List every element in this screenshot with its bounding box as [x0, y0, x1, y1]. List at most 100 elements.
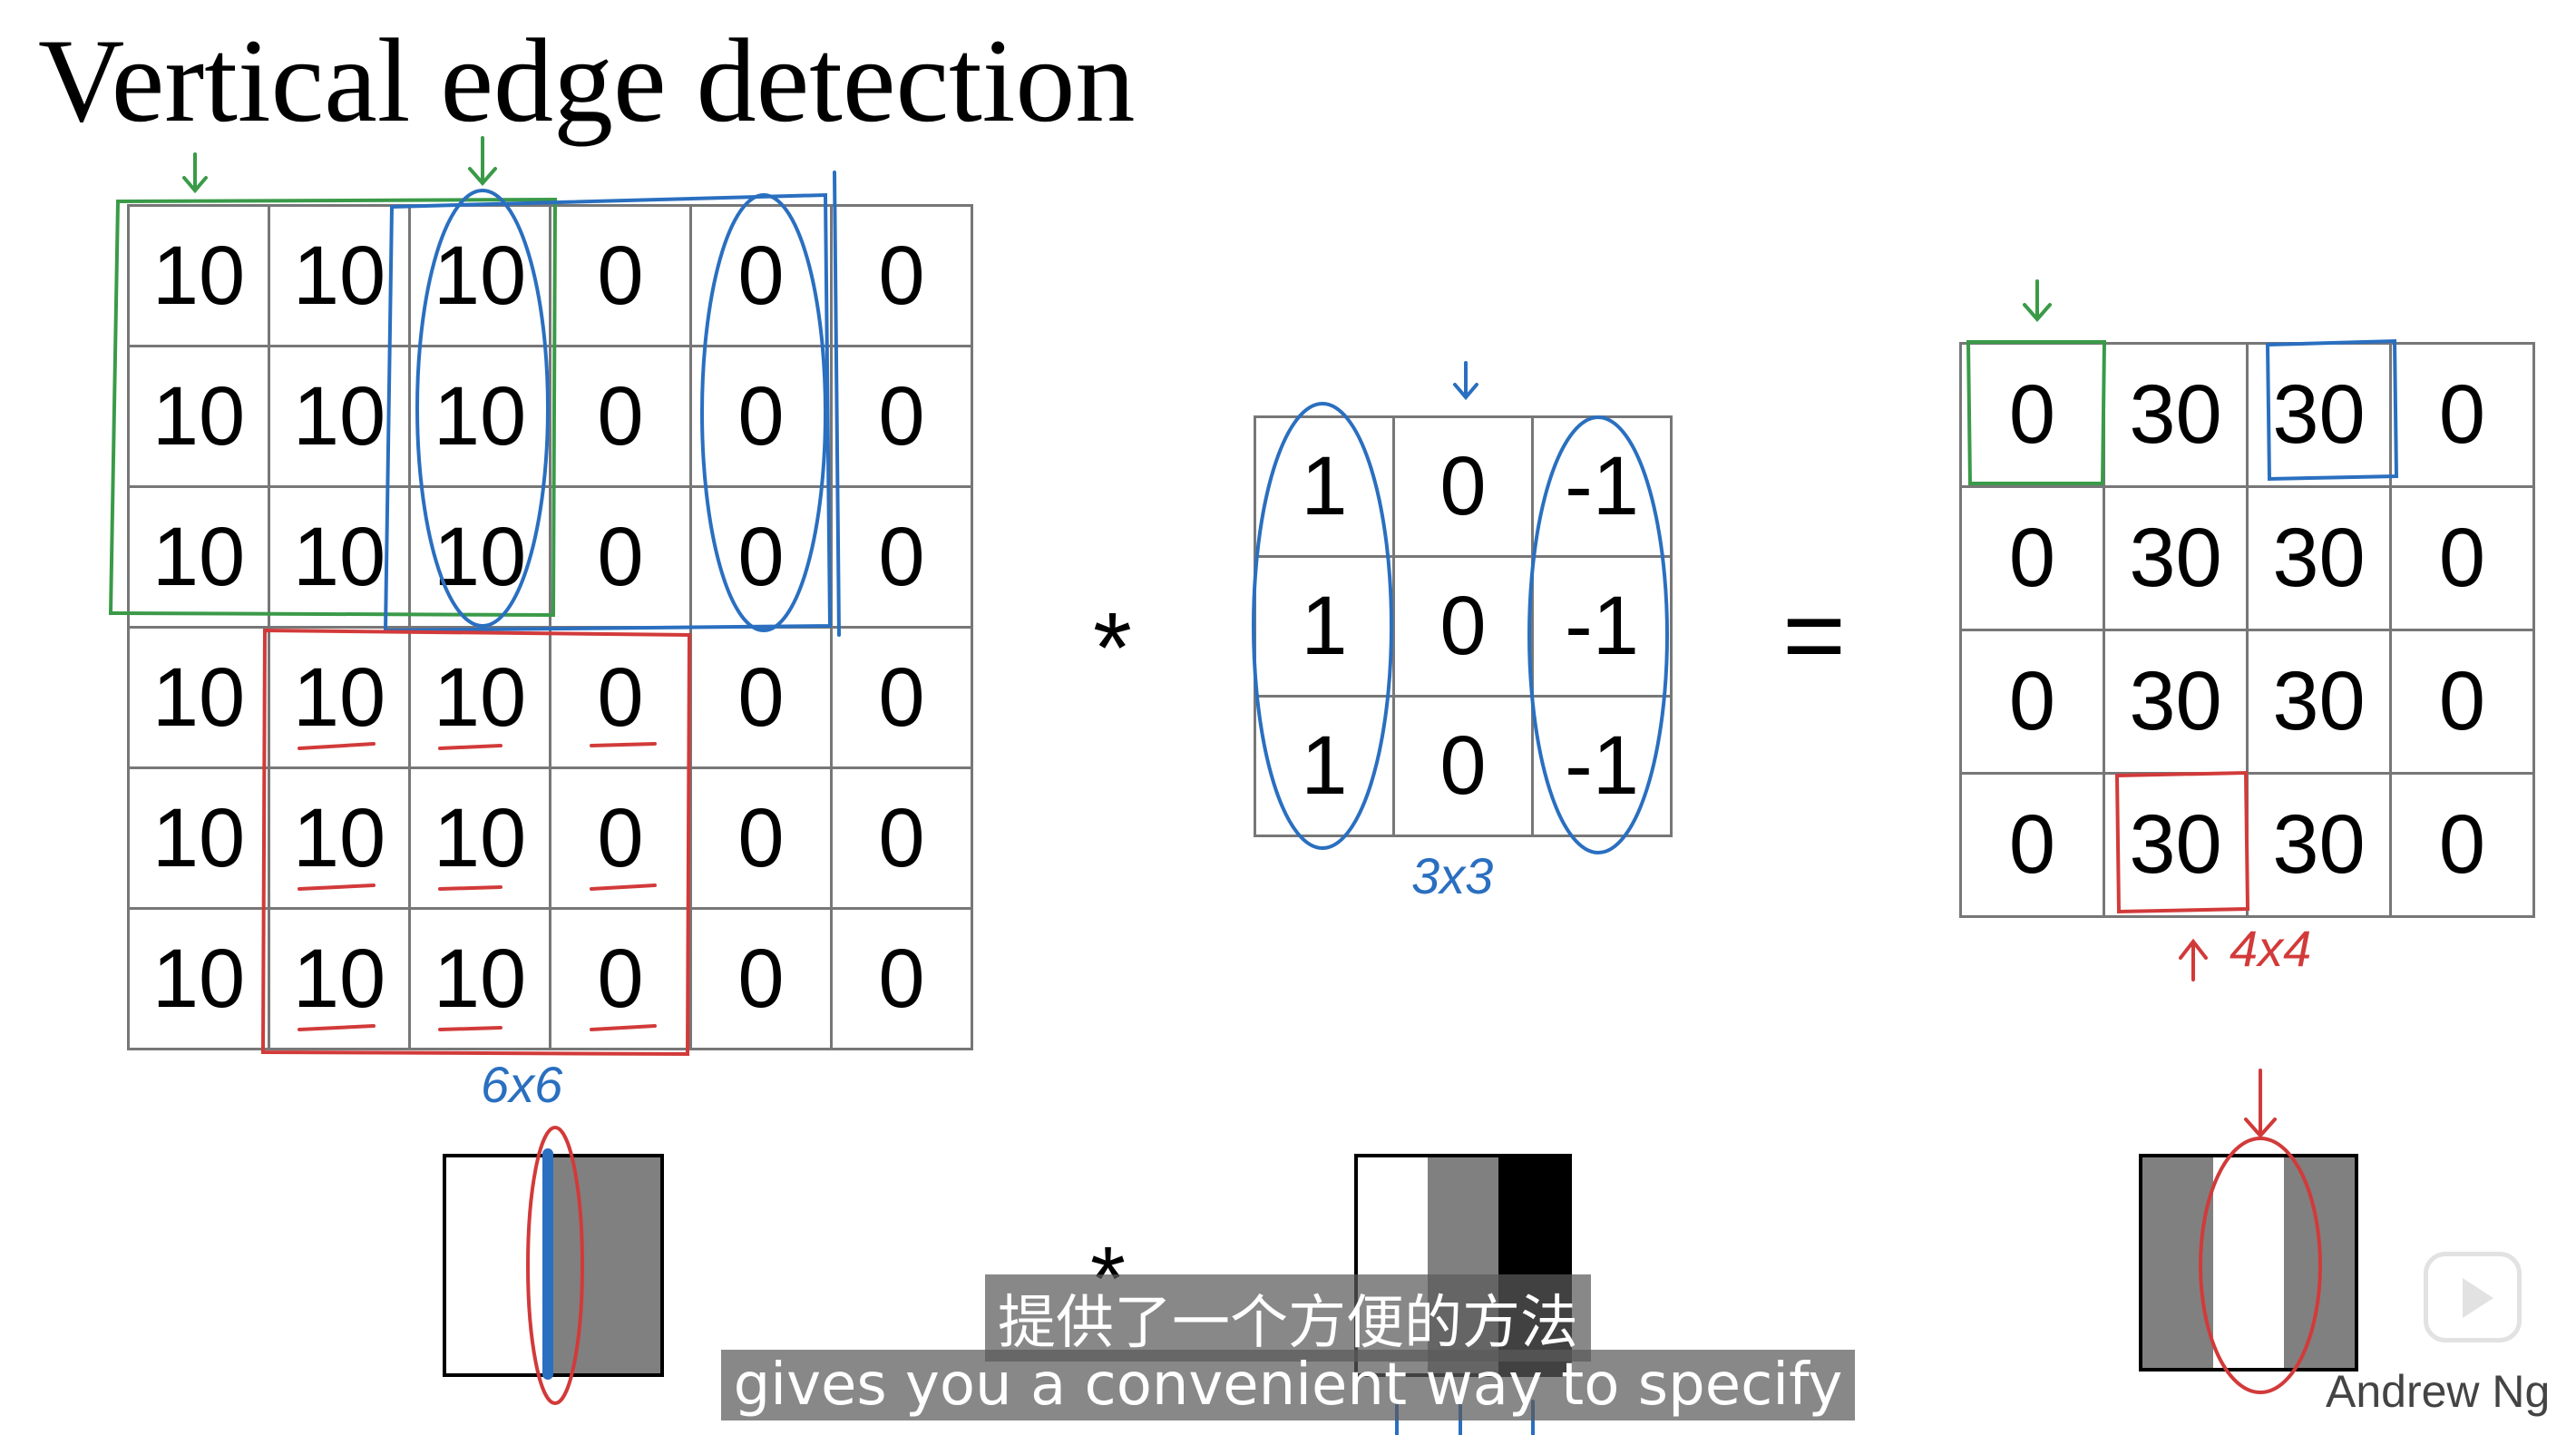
input-matrix-cell: 0	[551, 629, 692, 769]
output-matrix-cell: 30	[2105, 488, 2249, 631]
input-matrix-cell: 10	[270, 910, 411, 1050]
play-button-icon[interactable]	[2424, 1252, 2522, 1342]
input-matrix-cell: 0	[692, 629, 833, 769]
input-intensity-band	[553, 1157, 660, 1373]
output-matrix-cell: 30	[2249, 631, 2392, 775]
red-arrow-output	[2179, 938, 2208, 981]
filter-matrix-cell: 1	[1256, 558, 1395, 698]
output-matrix-cell: 0	[1962, 775, 2105, 918]
green-arrow-input-2	[468, 136, 497, 187]
input-matrix-cell: 0	[833, 769, 973, 910]
subtitle-chinese-text: 提供了一个方便的方法	[985, 1274, 1591, 1362]
blue-oval-input-col3	[415, 189, 550, 628]
green-arrow-output	[2023, 279, 2052, 323]
input-matrix-cell: 0	[692, 910, 833, 1050]
output-matrix-cell: 30	[2249, 345, 2392, 488]
output-matrix-cell: 0	[1962, 488, 2105, 631]
output-matrix-cell: 30	[2105, 345, 2249, 488]
input-matrix-cell: 0	[551, 769, 692, 910]
red-underlines-row6	[298, 1024, 657, 1031]
input-matrix-cell: 10	[270, 629, 411, 769]
input-matrix-cell: 10	[411, 769, 551, 910]
input-size-label: 6x6	[481, 1056, 563, 1113]
input-matrix-cell: 10	[270, 207, 411, 347]
input-matrix-cell: 0	[833, 347, 973, 488]
blue-line-input	[833, 171, 841, 637]
filter-matrix-cell: -1	[1534, 558, 1673, 698]
filter-size-label: 3x3	[1411, 847, 1494, 904]
filter-matrix-cell: 0	[1395, 558, 1534, 698]
green-window-box	[108, 197, 558, 618]
convolution-operator: *	[1093, 592, 1132, 704]
subtitle-english-text: gives you a convenient way to specify	[720, 1350, 1856, 1420]
output-matrix-cell: 0	[2392, 631, 2535, 775]
red-underlines-row4	[298, 742, 657, 750]
subtitle-chinese: 提供了一个方便的方法	[0, 1274, 2576, 1362]
input-matrix-cell: 0	[551, 207, 692, 347]
input-matrix-cell: 0	[692, 347, 833, 488]
output-intensity-strip	[2139, 1154, 2358, 1372]
blue-output-box	[2265, 338, 2399, 482]
input-matrix-cell: 10	[130, 910, 270, 1050]
input-matrix-cell: 0	[692, 207, 833, 347]
input-matrix-cell: 0	[833, 488, 973, 629]
blue-oval-filter-col3	[1527, 415, 1669, 854]
input-matrix-cell: 10	[411, 629, 551, 769]
input-matrix-cell: 10	[270, 769, 411, 910]
input-matrix-cell: 10	[270, 488, 411, 629]
red-arrow-output-strip	[2244, 1069, 2277, 1139]
output-matrix-cell: 0	[2392, 488, 2535, 631]
red-window-box	[260, 628, 692, 1057]
output-matrix-cell: 0	[2392, 345, 2535, 488]
subtitle-english: gives you a convenient way to specify	[0, 1350, 2576, 1420]
output-matrix-cell: 30	[2249, 488, 2392, 631]
input-matrix-cell: 10	[130, 769, 270, 910]
input-matrix-cell: 0	[833, 910, 973, 1050]
input-matrix-cell: 10	[130, 347, 270, 488]
output-intensity-band	[2213, 1157, 2284, 1368]
input-matrix-cell: 10	[411, 207, 551, 347]
filter-matrix-cell: 0	[1395, 698, 1534, 837]
blue-arrow-filter	[1453, 361, 1478, 401]
blue-oval-filter-col1	[1252, 402, 1393, 850]
blue-window-box	[383, 192, 833, 633]
equals-operator: =	[1782, 574, 1847, 696]
input-matrix-cell: 10	[411, 347, 551, 488]
input-matrix-cell: 0	[551, 910, 692, 1050]
red-annotations	[260, 628, 2322, 1405]
output-size-label: 4x4	[2230, 920, 2312, 977]
filter-matrix-cell: 1	[1256, 418, 1395, 558]
red-output-box	[2114, 770, 2250, 914]
green-arrow-input	[182, 152, 208, 194]
input-matrix-cell: 10	[270, 347, 411, 488]
input-matrix-cell: 10	[130, 207, 270, 347]
author-credit: Andrew Ng	[2326, 1366, 2551, 1417]
input-matrix-cell: 0	[551, 347, 692, 488]
input-intensity-band	[446, 1157, 553, 1373]
slide-title: Vertical edge detection	[38, 14, 1136, 147]
filter-matrix-cell: -1	[1534, 418, 1673, 558]
red-edge-oval-input	[526, 1126, 584, 1405]
output-matrix-cell: 30	[2249, 775, 2392, 918]
output-matrix-cell: 0	[2392, 775, 2535, 918]
blue-annotations	[383, 171, 2399, 1435]
filter-matrix-cell: -1	[1534, 698, 1673, 837]
green-output-box	[1966, 340, 2107, 485]
input-intensity-strip	[443, 1154, 664, 1377]
output-matrix-cell: 0	[1962, 631, 2105, 775]
input-matrix-cell: 0	[692, 769, 833, 910]
input-matrix-cell: 10	[130, 629, 270, 769]
input-matrix-cell: 0	[833, 629, 973, 769]
red-underlines-row5	[298, 883, 657, 891]
green-annotations	[108, 136, 2107, 618]
filter-matrix-cell: 1	[1256, 698, 1395, 837]
blue-oval-input-col5	[700, 193, 827, 632]
input-matrix-cell: 10	[130, 488, 270, 629]
filter-matrix-cell: 0	[1395, 418, 1534, 558]
input-matrix-cell: 0	[833, 207, 973, 347]
input-matrix-cell: 10	[411, 910, 551, 1050]
